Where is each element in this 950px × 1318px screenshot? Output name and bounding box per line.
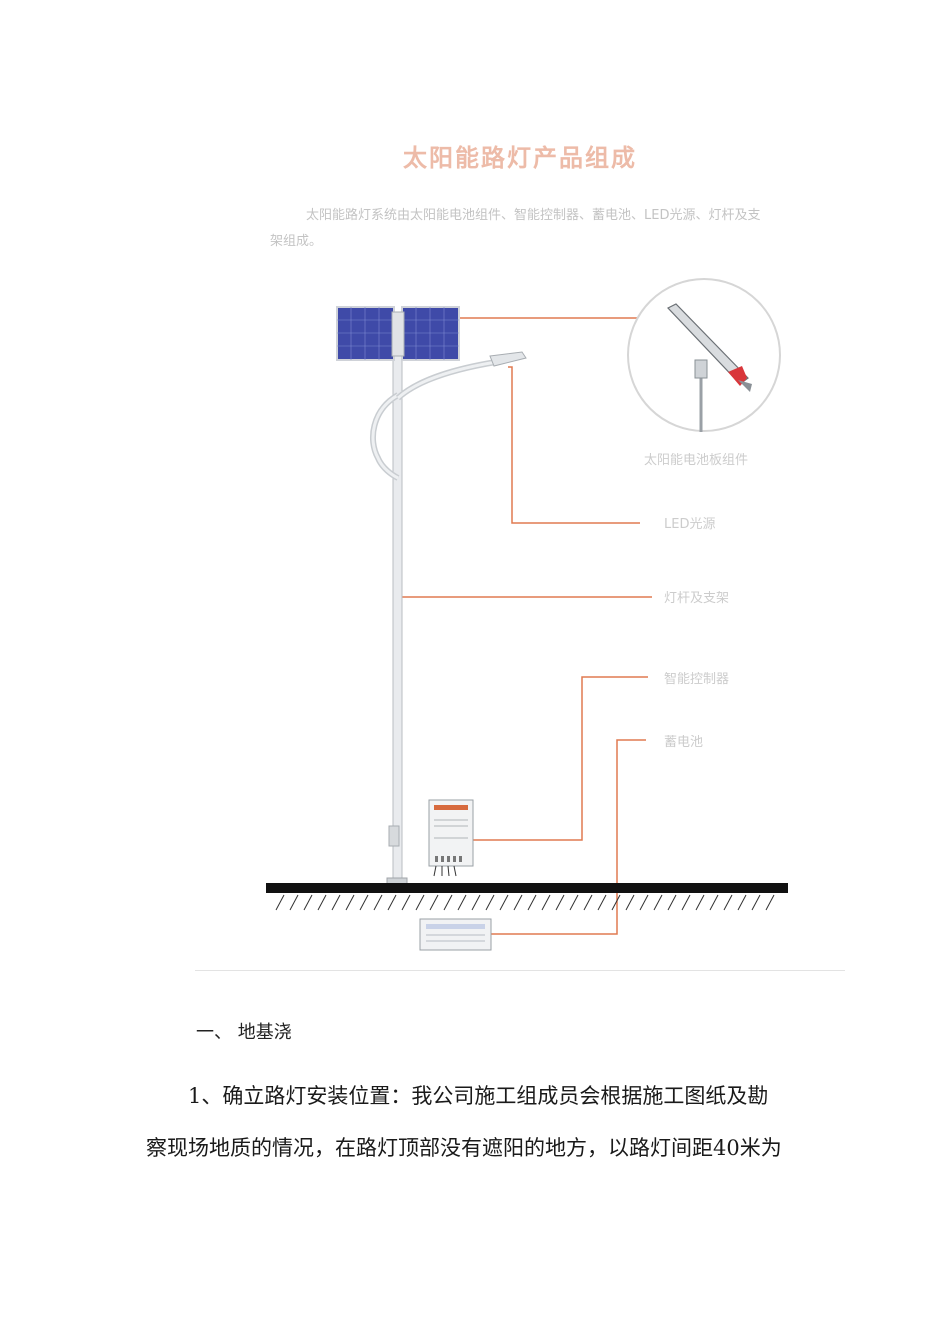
ground-hatch-line [681, 894, 691, 911]
ground-hatch-line [765, 894, 775, 911]
ground-hatch-line [611, 894, 621, 911]
ground-hatch-line [331, 894, 341, 911]
lamp-arm [369, 351, 527, 481]
ground-hatch-line [639, 894, 649, 911]
ground-hatch-line [513, 894, 523, 911]
ground-hatch-line [583, 894, 593, 911]
ground-hatch-line [345, 894, 355, 911]
ground-hatch-line [457, 894, 467, 911]
ground-hatch-line [275, 894, 285, 911]
ground-hatch-line [541, 894, 551, 911]
ground-hatch-line [723, 894, 733, 911]
figure-title: 太阳能路灯产品组成 [403, 144, 637, 172]
panel-bracket-inset [627, 278, 781, 432]
streetlight-diagram [266, 278, 788, 951]
ground-hatch-line [555, 894, 565, 911]
ground [266, 883, 788, 911]
ground-hatch-line [373, 894, 383, 911]
ground-hatch-line [415, 894, 425, 911]
solar-panels [336, 306, 460, 361]
ground-hatch-line [401, 894, 411, 911]
ground-hatch-line [695, 894, 705, 911]
controller-box [428, 799, 474, 877]
section-heading: 一、 地基浇 [196, 1022, 292, 1040]
ground-hatch-line [359, 894, 369, 911]
ground-hatch-line [429, 894, 439, 911]
callout-led-light: LED光源 [664, 517, 716, 532]
led-lamp-head [489, 351, 527, 367]
ground-hatch-line [737, 894, 747, 911]
ground-hatch-line [303, 894, 313, 911]
pole [386, 329, 408, 891]
ground-hatch-line [597, 894, 607, 911]
ground-hatch-line [569, 894, 579, 911]
ground-hatch-line [471, 894, 481, 911]
ground-hatch-line [289, 894, 299, 911]
paragraph-line-2: 察现场地质的情况，在路灯顶部没有遮阳的地方，以路灯间距40米为 [146, 1136, 782, 1160]
callout-pole: 灯杆及支架 [664, 591, 730, 606]
ground-hatch-line [443, 894, 453, 911]
battery-callout-line [491, 739, 646, 935]
ground-hatch-line [667, 894, 677, 911]
callout-battery: 蓄电池 [664, 735, 704, 750]
ground-hatch-line [499, 894, 509, 911]
ground-hatch-line [709, 894, 719, 911]
ground-hatch-line [387, 894, 397, 911]
callout-panel-bracket: 太阳能电池板组件 [644, 453, 749, 468]
ground-hatch-line [317, 894, 327, 911]
callout-controller: 智能控制器 [664, 672, 730, 687]
ground-hatch-line [625, 894, 635, 911]
paragraph-line-1: 1、确立路灯安装位置：我公司施工组成员会根据施工图纸及勘 [188, 1084, 769, 1108]
callout-lines [400, 317, 652, 935]
ground-hatch-line [751, 894, 761, 911]
solar-streetlight-figure: 太阳能路灯产品组成 太阳能路灯系统由太阳能电池组件、智能控制器、蓄电池、LED光… [195, 144, 845, 971]
figure-divider [195, 970, 845, 971]
controller-callout-line [473, 676, 648, 841]
figure-intro: 太阳能路灯系统由太阳能电池组件、智能控制器、蓄电池、LED光源、灯杆及支架组成。 [270, 208, 761, 249]
body-paragraph: 1、确立路灯安装位置：我公司施工组成员会根据施工图纸及勘 察现场地质的情况，在路… [146, 1070, 816, 1174]
led-callout-line [508, 366, 640, 524]
ground-hatch-line [527, 894, 537, 911]
battery-box [419, 918, 492, 951]
ground-hatch-line [485, 894, 495, 911]
ground-hatch-line [653, 894, 663, 911]
